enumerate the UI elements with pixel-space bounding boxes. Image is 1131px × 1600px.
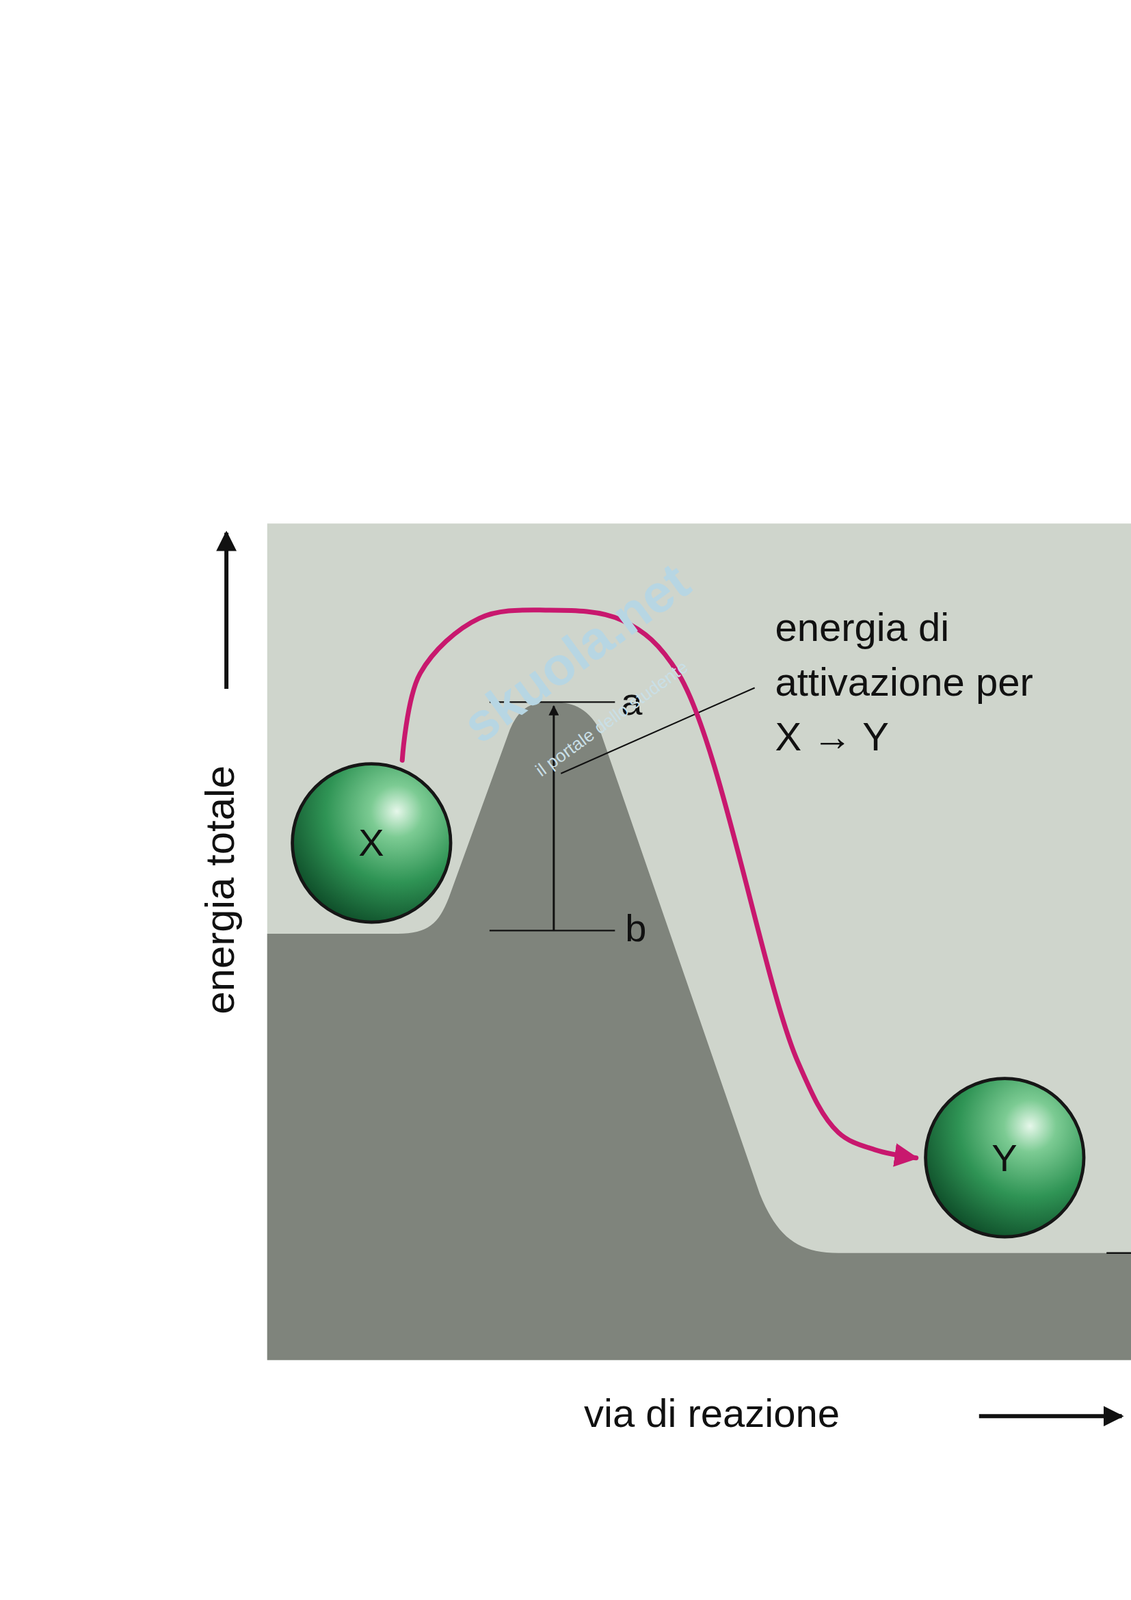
- reaction-axis-arrow: [979, 1413, 1123, 1418]
- molecule-label: Y: [991, 1135, 1017, 1180]
- panel-ground: [267, 523, 1131, 1360]
- molecule-circle: Y: [923, 1075, 1087, 1240]
- level-tick: [1106, 1252, 1131, 1254]
- molecule-label: X: [358, 819, 384, 865]
- annotation: energia di attivazione per X → Y: [774, 599, 1049, 764]
- molecule-circle: X: [289, 761, 454, 925]
- activation-arrow: [552, 705, 555, 930]
- energy-hill: [267, 701, 1131, 1360]
- level-label: b: [624, 901, 647, 954]
- energy-axis-arrow: [224, 532, 229, 689]
- axis-label: via di reazione: [583, 1385, 840, 1441]
- level-line-b: [489, 929, 615, 931]
- axis-label: energia totale: [192, 765, 249, 1015]
